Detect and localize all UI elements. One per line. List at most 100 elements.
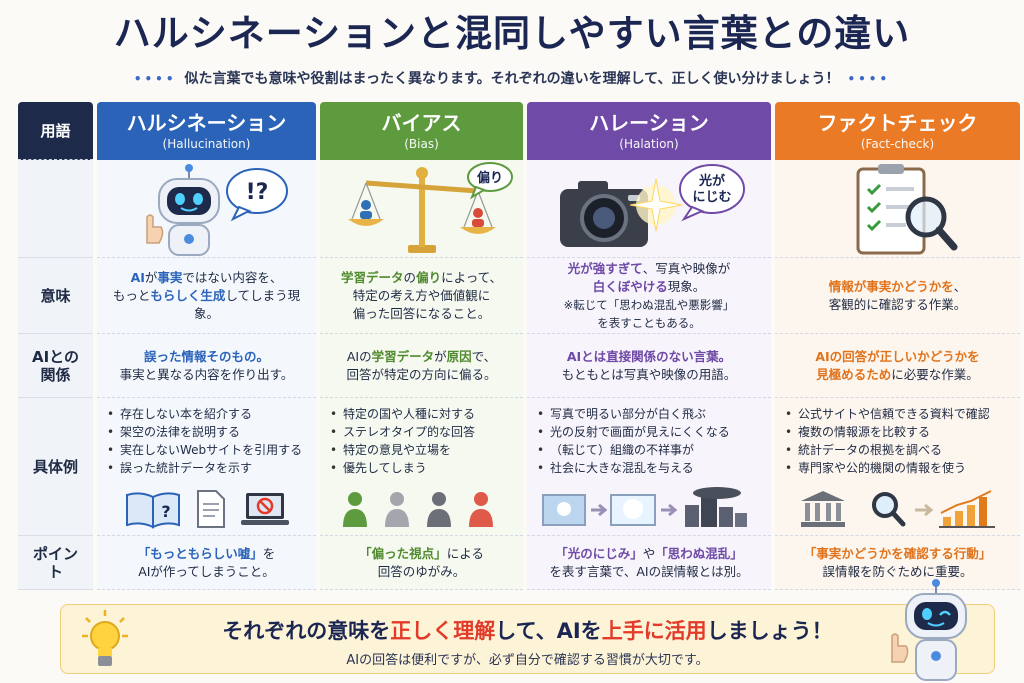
comparison-table: 用語 ハルシネーション(Hallucination) バイアス(Bias) ハレ… bbox=[18, 102, 1020, 592]
list-item: 公式サイトや信頼できる資料で確認 bbox=[785, 405, 1010, 423]
people-icons bbox=[342, 491, 493, 527]
list-item: 光の反射で画面が見えにくくなる bbox=[537, 423, 761, 441]
illustration-hallucination: !? bbox=[97, 160, 316, 258]
meaning-hl: 事実 bbox=[157, 269, 183, 285]
open-book-icon: ? bbox=[125, 491, 180, 529]
list-item: 統計データの根拠を調べる bbox=[785, 441, 1010, 459]
page-subtitle: •••• 似た言葉でも意味や役割はまったく異なります。それぞれの違いを理解して、正… bbox=[0, 68, 1024, 90]
point-hl: 「もっともらしい嘘」 bbox=[137, 545, 263, 561]
examples-list: 写真で明るい部分が白く飛ぶ 光の反射で画面が見えにくくなる （転じて）組織の不祥… bbox=[537, 405, 761, 477]
relation-hallucination: 誤った情報そのもの。 事実と異なる内容を作り出す。 bbox=[97, 334, 316, 398]
relation-hl: AIとは直接関係のない言葉。 bbox=[566, 348, 732, 364]
meaning-note: を表すこともある。 bbox=[597, 315, 701, 330]
list-item: 存在しない本を紹介する bbox=[107, 405, 306, 423]
row-head-illustration bbox=[18, 160, 93, 258]
camera-icon: 光が にじむ bbox=[560, 163, 745, 247]
column-en: (Bias) bbox=[404, 137, 439, 151]
clipboard-magnifier-icon bbox=[856, 163, 957, 254]
subtitle-text: 似た言葉でも意味や役割はまったく異なります。それぞれの違いを理解して、正しく使い… bbox=[184, 71, 840, 87]
example-icons: ? bbox=[107, 485, 306, 529]
meaning-text: ではない内容を、 bbox=[182, 269, 283, 285]
point-halation: 「光のにじみ」や「思わぬ混乱」 を表す言葉で、AIの誤情報とは別。 bbox=[527, 536, 771, 590]
row-head-examples: 具体例 bbox=[18, 398, 93, 536]
relation-hl: 誤った情報そのもの。 bbox=[143, 348, 269, 364]
point-hl: 「思わぬ混乱」 bbox=[655, 545, 743, 561]
examples-bias: 特定の国や人種に対する ステレオタイプ的な回答 特定の意見や立場を 優先してしま… bbox=[320, 398, 523, 536]
meaning-text: 特定の考え方や価値観に bbox=[352, 287, 491, 303]
list-item: 誤った統計データを示す bbox=[107, 459, 306, 477]
list-item: 架空の法律を説明する bbox=[107, 423, 306, 441]
list-item: 専門家や公的機関の情報を使う bbox=[785, 459, 1010, 477]
footer-hl: 正しく理解 bbox=[390, 619, 496, 643]
list-item-continuation: 優先してしまう bbox=[330, 459, 513, 477]
row-head-line: 関係 bbox=[40, 365, 71, 384]
list-item: 特定の意見や立場を bbox=[330, 441, 513, 459]
footer-text: しましょう！ bbox=[706, 619, 833, 643]
list-item: （転じて）組織の不祥事が bbox=[537, 441, 761, 459]
meaning-hallucination: AIが事実ではない内容を、 もっともらしく生成してしまう現象。 bbox=[97, 258, 316, 334]
relation-hl: 学習データ bbox=[371, 348, 435, 364]
point-text: を表す言葉で、AIの誤情報とは別。 bbox=[549, 563, 749, 579]
bubble-text: !? bbox=[245, 180, 268, 205]
relation-text: に必要な作業。 bbox=[891, 366, 979, 382]
meaning-text: の bbox=[403, 269, 417, 285]
relation-hl: 見極めるため bbox=[816, 366, 892, 382]
column-header-bias: バイアス(Bias) bbox=[320, 102, 523, 160]
list-item-continuation: ステレオタイプ的な回答 bbox=[330, 423, 513, 441]
meaning-factcheck: 情報が事実かどうかを、 客観的に確認する作業。 bbox=[775, 258, 1020, 334]
page-title: ハルシネーションと混同しやすい言葉との違い bbox=[113, 12, 911, 55]
bubble-text: 偏り bbox=[476, 170, 502, 186]
lightbulb-icon bbox=[82, 610, 128, 666]
relation-text: もともとは写真や映像の用語。 bbox=[561, 366, 737, 382]
dots-decoration-left: •••• bbox=[133, 72, 177, 86]
footer-text: それぞれの意味を bbox=[222, 619, 391, 643]
meaning-hl: もらしく生成 bbox=[150, 287, 226, 303]
meaning-text: が bbox=[144, 269, 158, 285]
column-name: ハレーション bbox=[589, 111, 709, 135]
relation-text: で、 bbox=[471, 348, 497, 364]
point-factcheck: 「事実かどうかを確認する行動」 誤情報を防ぐために重要。 bbox=[775, 536, 1020, 590]
meaning-hl: AI bbox=[130, 269, 145, 285]
point-text: や bbox=[642, 545, 656, 561]
examples-hallucination: 存在しない本を紹介する 架空の法律を説明する 実在しないWebサイトを引用する … bbox=[97, 398, 316, 536]
example-icons bbox=[330, 485, 513, 529]
meaning-text: 偏った回答になること。 bbox=[352, 305, 491, 321]
footer-sub-text: AIの回答は便利ですが、必ず自分で確認する習慣が大切です。 bbox=[346, 653, 709, 668]
point-hallucination: 「もっともらしい嘘」を AIが作ってしまうこと。 bbox=[97, 536, 316, 590]
meaning-hl: 情報が事実かどうかを bbox=[828, 278, 954, 294]
examples-list: 公式サイトや信頼できる資料で確認 複数の情報源を比較する 統計データの根拠を調べ… bbox=[785, 405, 1010, 477]
blocked-laptop-icon bbox=[240, 492, 289, 525]
list-item: 複数の情報源を比較する bbox=[785, 423, 1010, 441]
example-icons bbox=[785, 485, 1010, 529]
meaning-text: してしまう現象。 bbox=[193, 287, 301, 321]
relation-factcheck: AIの回答が正しいかどうかを 見極めるために必要な作業。 bbox=[775, 334, 1020, 398]
meaning-text: 客観的に確認する作業。 bbox=[828, 296, 967, 312]
meaning-hl: 白くぼやける bbox=[592, 278, 668, 294]
document-icon bbox=[196, 489, 225, 528]
point-text: を bbox=[262, 545, 276, 561]
point-hl: 「偏った視点」 bbox=[359, 545, 447, 561]
list-item: 実在しないWebサイトを引用する bbox=[107, 441, 306, 459]
examples-list: 存在しない本を紹介する 架空の法律を説明する 実在しないWebサイトを引用する … bbox=[107, 405, 306, 477]
meaning-hl: 偏り bbox=[416, 269, 442, 285]
list-item: 特定の国や人種に対する bbox=[330, 405, 513, 423]
column-en: (Fact-check) bbox=[860, 137, 935, 151]
relation-bias: AIの学習データが原因で、 回答が特定の方向に偏る。 bbox=[320, 334, 523, 398]
illustration-halation: 光が にじむ bbox=[527, 160, 771, 258]
list-item-text: ステレオタイプ的な回答 bbox=[343, 424, 476, 439]
point-bias: 「偏った視点」による 回答のゆがみ。 bbox=[320, 536, 523, 590]
robot-icon: !? bbox=[145, 163, 288, 256]
column-name: ハルシネーション bbox=[126, 111, 287, 135]
row-head-line: AIとの bbox=[31, 347, 80, 366]
meaning-note: ※転じて「思わぬ混乱や悪影響」 bbox=[563, 297, 735, 312]
row-head-meaning: 意味 bbox=[18, 258, 93, 334]
column-en: (Halation) bbox=[619, 137, 679, 151]
photo-to-city-icons bbox=[542, 486, 747, 527]
point-text: 回答のゆがみ。 bbox=[377, 563, 466, 579]
list-item-text: 社会に大きな混乱を与える bbox=[550, 460, 694, 475]
relation-text: 事実と異なる内容を作り出す。 bbox=[119, 366, 294, 382]
bubble-line2: にじむ bbox=[692, 190, 731, 205]
meaning-text: 現象。 bbox=[667, 278, 706, 294]
meaning-halation: 光が強すぎて、写真や映像が 白くぼやける現象。 ※転じて「思わぬ混乱や悪影響」 … bbox=[527, 258, 771, 334]
point-hl: 「光のにじみ」 bbox=[555, 545, 643, 561]
